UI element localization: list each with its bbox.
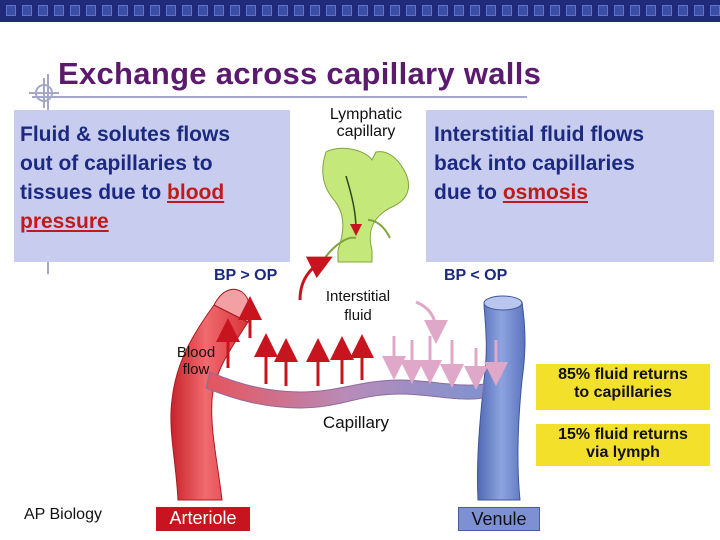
lymphatic-label-line-2: capillary <box>336 123 396 140</box>
banner-square <box>470 5 480 16</box>
top-banner <box>0 0 720 22</box>
interstitial-fluid-label: Interstitial fluid <box>313 282 403 328</box>
banner-square <box>662 5 672 16</box>
banner-square <box>486 5 496 16</box>
interstitial-label-line-1: Interstitial <box>325 288 391 305</box>
outflow-line-1: Fluid & solutes flows <box>20 123 231 146</box>
banner-square <box>534 5 544 16</box>
banner-square <box>694 5 704 16</box>
callout-15-line-2: via lymph <box>586 444 660 461</box>
banner-square <box>6 5 16 16</box>
outflow-line-4: pressure <box>20 207 290 236</box>
banner-square <box>150 5 160 16</box>
crosshair-decoration <box>29 78 59 108</box>
banner-square <box>678 5 688 16</box>
outflow-line-2: out of capillaries to <box>20 152 213 175</box>
lymphatic-vessel <box>322 147 410 263</box>
banner-square <box>38 5 48 16</box>
banner-square <box>278 5 288 16</box>
banner-square <box>118 5 128 16</box>
blood-flow-line-1: Blood <box>176 344 216 361</box>
banner-square <box>630 5 640 16</box>
blood-highlight: blood <box>167 181 225 204</box>
banner-square <box>438 5 448 16</box>
banner-square <box>454 5 464 16</box>
banner-square <box>502 5 512 16</box>
interstitial-label-line-2: fluid <box>344 307 372 324</box>
banner-square <box>230 5 240 16</box>
callout-15-percent: 15% fluid returns via lymph <box>536 424 710 466</box>
banner-square <box>310 5 320 16</box>
banner-square <box>550 5 560 16</box>
capillary-label: Capillary <box>322 413 390 432</box>
outflow-line-3: tissues due to blood <box>20 178 290 207</box>
banner-square <box>646 5 656 16</box>
banner-square <box>294 5 304 16</box>
banner-square <box>86 5 96 16</box>
callout-85-percent: 85% fluid returns to capillaries <box>536 364 710 410</box>
banner-square <box>214 5 224 16</box>
callout-15-line-1: 15% fluid returns <box>558 426 688 443</box>
banner-square <box>70 5 80 16</box>
bp-less-label: BP < OP <box>444 267 508 284</box>
banner-square <box>22 5 32 16</box>
title-underline <box>32 96 527 98</box>
callout-85-line-2: to capillaries <box>574 384 672 401</box>
banner-square <box>134 5 144 16</box>
inflow-line-2: back into capillaries <box>434 152 635 175</box>
osmosis-highlight: osmosis <box>502 181 589 204</box>
bp-greater-label: BP > OP <box>214 267 278 284</box>
banner-square <box>582 5 592 16</box>
banner-square <box>566 5 576 16</box>
inflow-line-3: due to osmosis <box>434 178 714 207</box>
blood-flow-line-2: flow <box>182 361 210 378</box>
venule-label: Venule <box>458 507 540 531</box>
slide-title: Exchange across capillary walls <box>58 56 542 91</box>
banner-square <box>358 5 368 16</box>
inflow-line-3-text: due to <box>434 181 503 204</box>
inflow-explanation-box: Interstitial fluid flows back into capil… <box>426 110 714 262</box>
banner-square <box>182 5 192 16</box>
lymphatic-capillary-label: Lymphatic capillary <box>318 106 414 140</box>
banner-square <box>102 5 112 16</box>
banner-square <box>246 5 256 16</box>
banner-square <box>598 5 608 16</box>
banner-square <box>166 5 176 16</box>
pressure-highlight: pressure <box>20 210 109 233</box>
outflow-explanation-box: Fluid & solutes flows out of capillaries… <box>14 110 290 262</box>
banner-square <box>422 5 432 16</box>
banner-square <box>390 5 400 16</box>
banner-square <box>614 5 624 16</box>
inflow-line-1: Interstitial fluid flows <box>434 123 645 146</box>
banner-square <box>262 5 272 16</box>
blood-flow-label: Blood flow <box>166 344 226 378</box>
footer-ap-biology: AP Biology <box>24 506 102 523</box>
banner-square <box>198 5 208 16</box>
banner-square <box>326 5 336 16</box>
banner-square <box>54 5 64 16</box>
callout-85-line-1: 85% fluid returns <box>558 366 688 383</box>
banner-square <box>518 5 528 16</box>
lymphatic-label-line-1: Lymphatic <box>329 106 403 123</box>
banner-square <box>406 5 416 16</box>
banner-square <box>374 5 384 16</box>
arteriole-label: Arteriole <box>156 507 250 531</box>
outflow-line-3-text: tissues due to <box>20 181 168 204</box>
banner-square <box>342 5 352 16</box>
